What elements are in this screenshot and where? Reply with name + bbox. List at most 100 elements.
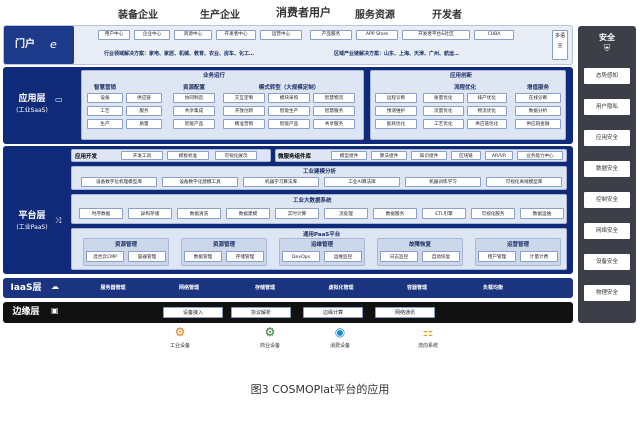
portal-item: 开发者中心: [216, 30, 256, 40]
edge-item: 网络通讯: [375, 307, 435, 318]
modeling-item: 工业AI算法库: [324, 177, 400, 187]
shield-icon: ⛨: [603, 44, 611, 54]
portal-item: 产品服务: [310, 30, 352, 40]
security-item: 态势感知: [584, 68, 630, 84]
iaas-layer: IaaS层 ☁ 服务器管理网络管理存储管理虚拟化管理容器管理负载均衡: [3, 278, 573, 298]
app-item: 智能生产: [268, 106, 310, 116]
paas-group-title: 资源管理: [114, 242, 137, 248]
paas-item: 容器管理: [128, 251, 166, 262]
portal-item: 企业中心: [134, 30, 170, 40]
edge-item: 设备接入: [163, 307, 223, 318]
app-item: 协同制造: [173, 93, 215, 103]
app-item: 智慧物流: [313, 93, 355, 103]
bigdata-item: 数据服务: [373, 208, 417, 219]
dev-item: 可视化展示: [215, 151, 257, 160]
app-item: 工艺优化: [423, 119, 464, 129]
portal-label: 门户: [15, 39, 35, 50]
top-label-developer: 开发者: [432, 10, 462, 21]
modeling-item: 设备数字化建模工具: [162, 177, 238, 187]
device-icon: ⚙: [264, 325, 276, 339]
big-data-title: 工业大数据系统: [293, 198, 332, 204]
app-col-title: 流程优化: [453, 85, 476, 91]
app-col-title: 智慧营销: [93, 85, 116, 91]
chip-icon: ▣: [51, 306, 59, 315]
app-item: 预测维护: [375, 106, 417, 116]
app-item: 共享集成: [173, 106, 215, 116]
app-item: 设备: [87, 93, 123, 103]
microservice-title: 微服务组件库: [278, 154, 312, 160]
bigdata-item: 异构存储: [128, 208, 172, 219]
paas-item: 数据管理: [184, 251, 222, 262]
app-item: 供应链金融: [515, 119, 561, 129]
app-dev-title: 应用开发: [75, 154, 98, 160]
industry-solutions: 行业领域解决方案：家电、家居、机械、教育、农业、房车、化工…: [104, 51, 255, 57]
bigdata-item: 数据建模: [226, 208, 270, 219]
app-item: 精准营销: [223, 119, 265, 129]
security-title: 安全: [599, 33, 615, 42]
paas-group-title: 运维管理: [310, 242, 333, 248]
app-item: 供应链: [126, 93, 162, 103]
app-item: 在线诊断: [515, 93, 561, 103]
app-item: 交互定制: [223, 93, 265, 103]
portal-item: APP Store: [356, 30, 398, 40]
app-item: 数据分析: [515, 106, 561, 116]
security-item: 网络安全: [584, 223, 630, 239]
micro-item: 知识组件: [411, 151, 447, 160]
paas-item: 计量计费: [520, 251, 558, 262]
device-icon: ⚏: [422, 325, 434, 339]
app-item: 智慧服务: [313, 106, 355, 116]
app-item: 排产优化: [466, 93, 507, 103]
micro-item: 算法组件: [371, 151, 407, 160]
app-item: 模块采购: [268, 93, 310, 103]
device-label: 工业设备: [169, 343, 190, 349]
iaas-item: 服务器管理: [100, 285, 126, 291]
micro-item: 业务能力中心: [517, 151, 563, 160]
device-label: 商业设备: [259, 343, 280, 349]
paas-item: 混合云CMP: [86, 251, 124, 262]
business-ops-title: 业务运行: [203, 73, 226, 79]
modeling-item: 机器学习算法库: [243, 177, 319, 187]
iaas-item: 虚拟化管理: [328, 285, 354, 291]
shuffle-icon: ⤨: [55, 216, 62, 225]
micro-item: 区块链: [451, 151, 481, 160]
app-col-title: 增值服务: [526, 85, 549, 91]
app-item: 质量优化: [423, 93, 464, 103]
ie-icon: e: [50, 38, 57, 51]
iaas-label: IaaS层: [10, 283, 42, 293]
iaas-item: 负载均衡: [482, 285, 503, 291]
bigdata-item: 数据清洗: [177, 208, 221, 219]
paas-group-title: 运营管理: [506, 242, 529, 248]
app-item: 供应链优化: [466, 119, 507, 129]
dev-item: 模板标准: [167, 151, 209, 160]
app-col-title: 资源配置: [182, 85, 205, 91]
multi-language: 多语言: [552, 30, 568, 60]
device-label: 消费设备: [329, 343, 350, 349]
app-col-title: 模式转型（大规模定制）: [258, 85, 320, 91]
top-label-production: 生产企业: [200, 10, 240, 21]
bigdata-item: 数据运维: [520, 208, 564, 219]
paas-group-title: 故障恢复: [408, 242, 431, 248]
paas-title: 通用PaaS平台: [303, 232, 341, 238]
platform-layer: 平台层(工业PaaS) ⤨ 应用开发 开发工具模板标准可视化展示 微服务组件库 …: [3, 146, 573, 274]
app-item: 共享服务: [313, 119, 355, 129]
app-innovation-panel: [370, 70, 566, 140]
edge-item: 协议解析: [231, 307, 291, 318]
paas-item: 存储管理: [226, 251, 264, 262]
edge-label: 边缘层: [12, 307, 40, 317]
app-item: 工艺: [87, 106, 123, 116]
app-item: 能耗优化: [375, 119, 417, 129]
portal-item: CUBA: [474, 30, 514, 40]
device-icon: ◉: [334, 325, 346, 339]
iaas-item: 存储管理: [254, 285, 275, 291]
modeling-item: 机器训练学习: [405, 177, 481, 187]
bigdata-item: 实时计算: [275, 208, 319, 219]
dev-item: 开发工具: [121, 151, 163, 160]
app-item: 物流优化: [466, 106, 507, 116]
app-layer-label: 应用层(工业SaaS): [16, 94, 48, 114]
paas-group-title: 资源管理: [212, 242, 235, 248]
app-item: 远程诊断: [375, 93, 417, 103]
portal-item: 运营中心: [260, 30, 302, 40]
app-item: 流量优化: [423, 106, 464, 116]
top-label-consumer: 消费者用户: [276, 6, 331, 19]
security-item: 数据安全: [584, 161, 630, 177]
